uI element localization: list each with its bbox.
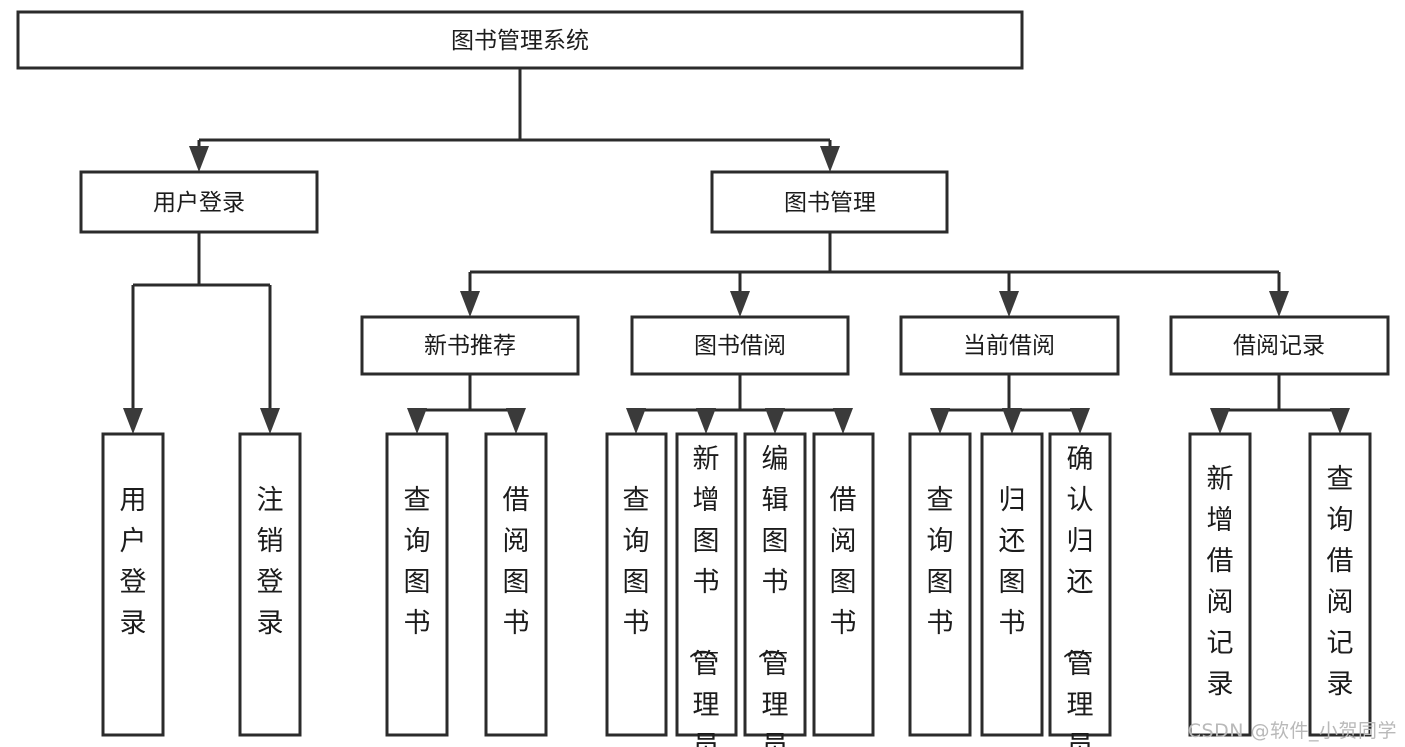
node-leaf-user-login[interactable]: 用户登录 (101, 432, 165, 737)
node-leaf-logout[interactable]: 注销登录 (238, 432, 302, 737)
node-current-borrow[interactable]: 当前借阅 (899, 315, 1120, 376)
node-label-leaf-br-add: 新增借阅记录 (1207, 464, 1234, 700)
node-leaf-br-query[interactable]: 查询借阅记录 (1308, 432, 1372, 737)
node-leaf-bb-add[interactable]: 新增图书（管理员） (675, 432, 738, 747)
node-label-root: 图书管理系统 (451, 28, 589, 54)
node-label-leaf-bb-edit: 编辑图书（管理员） (755, 444, 789, 747)
node-leaf-bb-borrow[interactable]: 借阅图书 (812, 432, 875, 737)
node-new-book-recommend[interactable]: 新书推荐 (360, 315, 580, 376)
node-label-user-login: 用户登录 (153, 190, 245, 216)
connector-bookborrow-to-leaves (626, 374, 853, 434)
node-borrow-record[interactable]: 借阅记录 (1169, 315, 1390, 376)
node-label-leaf-cb-return: 归还图书 (999, 485, 1026, 639)
node-label-leaf-bb-add: 新增图书（管理员） (686, 444, 720, 747)
connector-borrowrecord-to-leaves (1210, 374, 1350, 434)
node-leaf-bb-query[interactable]: 查询图书 (605, 432, 668, 737)
connector-userlogin-to-leaves (123, 232, 280, 434)
node-book-borrow[interactable]: 图书借阅 (630, 315, 850, 376)
node-user-login[interactable]: 用户登录 (79, 170, 319, 234)
node-label-book-manage: 图书管理 (784, 190, 876, 216)
node-book-manage[interactable]: 图书管理 (710, 170, 949, 234)
node-leaf-nb-borrow[interactable]: 借阅图书 (484, 432, 548, 737)
node-label-leaf-nb-borrow: 借阅图书 (503, 485, 530, 639)
node-root-system[interactable]: 图书管理系统 (16, 10, 1024, 70)
connector-currentborrow-to-leaves (930, 374, 1090, 434)
node-label-book-borrow: 图书借阅 (694, 333, 786, 359)
node-label-current-borrow: 当前借阅 (963, 333, 1055, 359)
csdn-watermark: CSDN @软件_小贺同学 (1187, 720, 1397, 742)
node-label-leaf-cb-query: 查询图书 (927, 485, 954, 639)
node-label-leaf-bb-borrow: 借阅图书 (830, 485, 857, 639)
connector-newbook-to-leaves (407, 374, 526, 434)
connector-bookmanage-to-level3 (460, 232, 1289, 317)
node-label-leaf-bb-query: 查询图书 (623, 485, 650, 639)
node-label-leaf-br-query: 查询借阅记录 (1327, 464, 1354, 700)
node-label-borrow-record: 借阅记录 (1233, 333, 1325, 359)
node-label-leaf-logout: 注销登录 (257, 485, 284, 639)
node-leaf-bb-edit[interactable]: 编辑图书（管理员） (743, 432, 807, 747)
node-label-leaf-nb-query: 查询图书 (404, 485, 431, 639)
node-label-leaf-user-login: 用户登录 (120, 485, 147, 639)
node-leaf-cb-query[interactable]: 查询图书 (908, 432, 972, 737)
node-label-new-book: 新书推荐 (424, 333, 516, 359)
node-label-leaf-cb-confirm: 确认归还（管理员） (1060, 444, 1094, 747)
node-leaf-nb-query[interactable]: 查询图书 (385, 432, 449, 737)
node-leaf-cb-return[interactable]: 归还图书 (980, 432, 1044, 737)
node-leaf-cb-confirm[interactable]: 确认归还（管理员） (1048, 432, 1112, 747)
node-leaf-br-add[interactable]: 新增借阅记录 (1188, 432, 1252, 737)
connector-root-to-level2 (189, 68, 840, 172)
